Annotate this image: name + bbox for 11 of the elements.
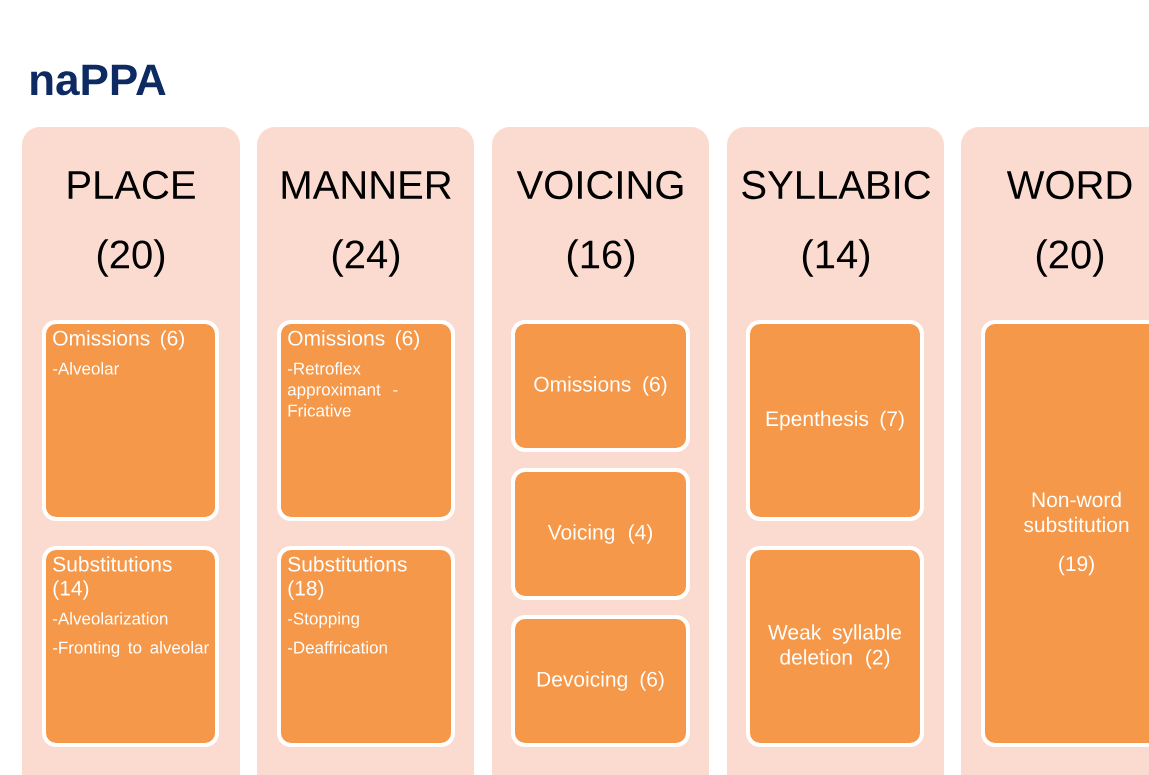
category-box: Substitutions (18) -Stopping -Deaffrication <box>277 546 455 747</box>
category-box: Epenthesis (7) <box>746 320 924 521</box>
category-box: Weak syllable deletion (2) <box>746 546 924 747</box>
category-box: Voicing (4) <box>511 468 690 600</box>
category-box: Substitutions (14) -Alveolarization -Fronting to alveolar <box>42 546 219 747</box>
category-box: Omissions (6) -Alveolar <box>42 320 219 521</box>
title: naPPA <box>31 64 166 96</box>
category-box: Non-word substitution (19) <box>981 320 1149 747</box>
category-box: Omissions (6) -Retroflex approximant -Fricative <box>277 320 455 521</box>
category-box: Devoicing (6) <box>511 615 690 747</box>
category-box: Omissions (6) <box>511 320 690 452</box>
